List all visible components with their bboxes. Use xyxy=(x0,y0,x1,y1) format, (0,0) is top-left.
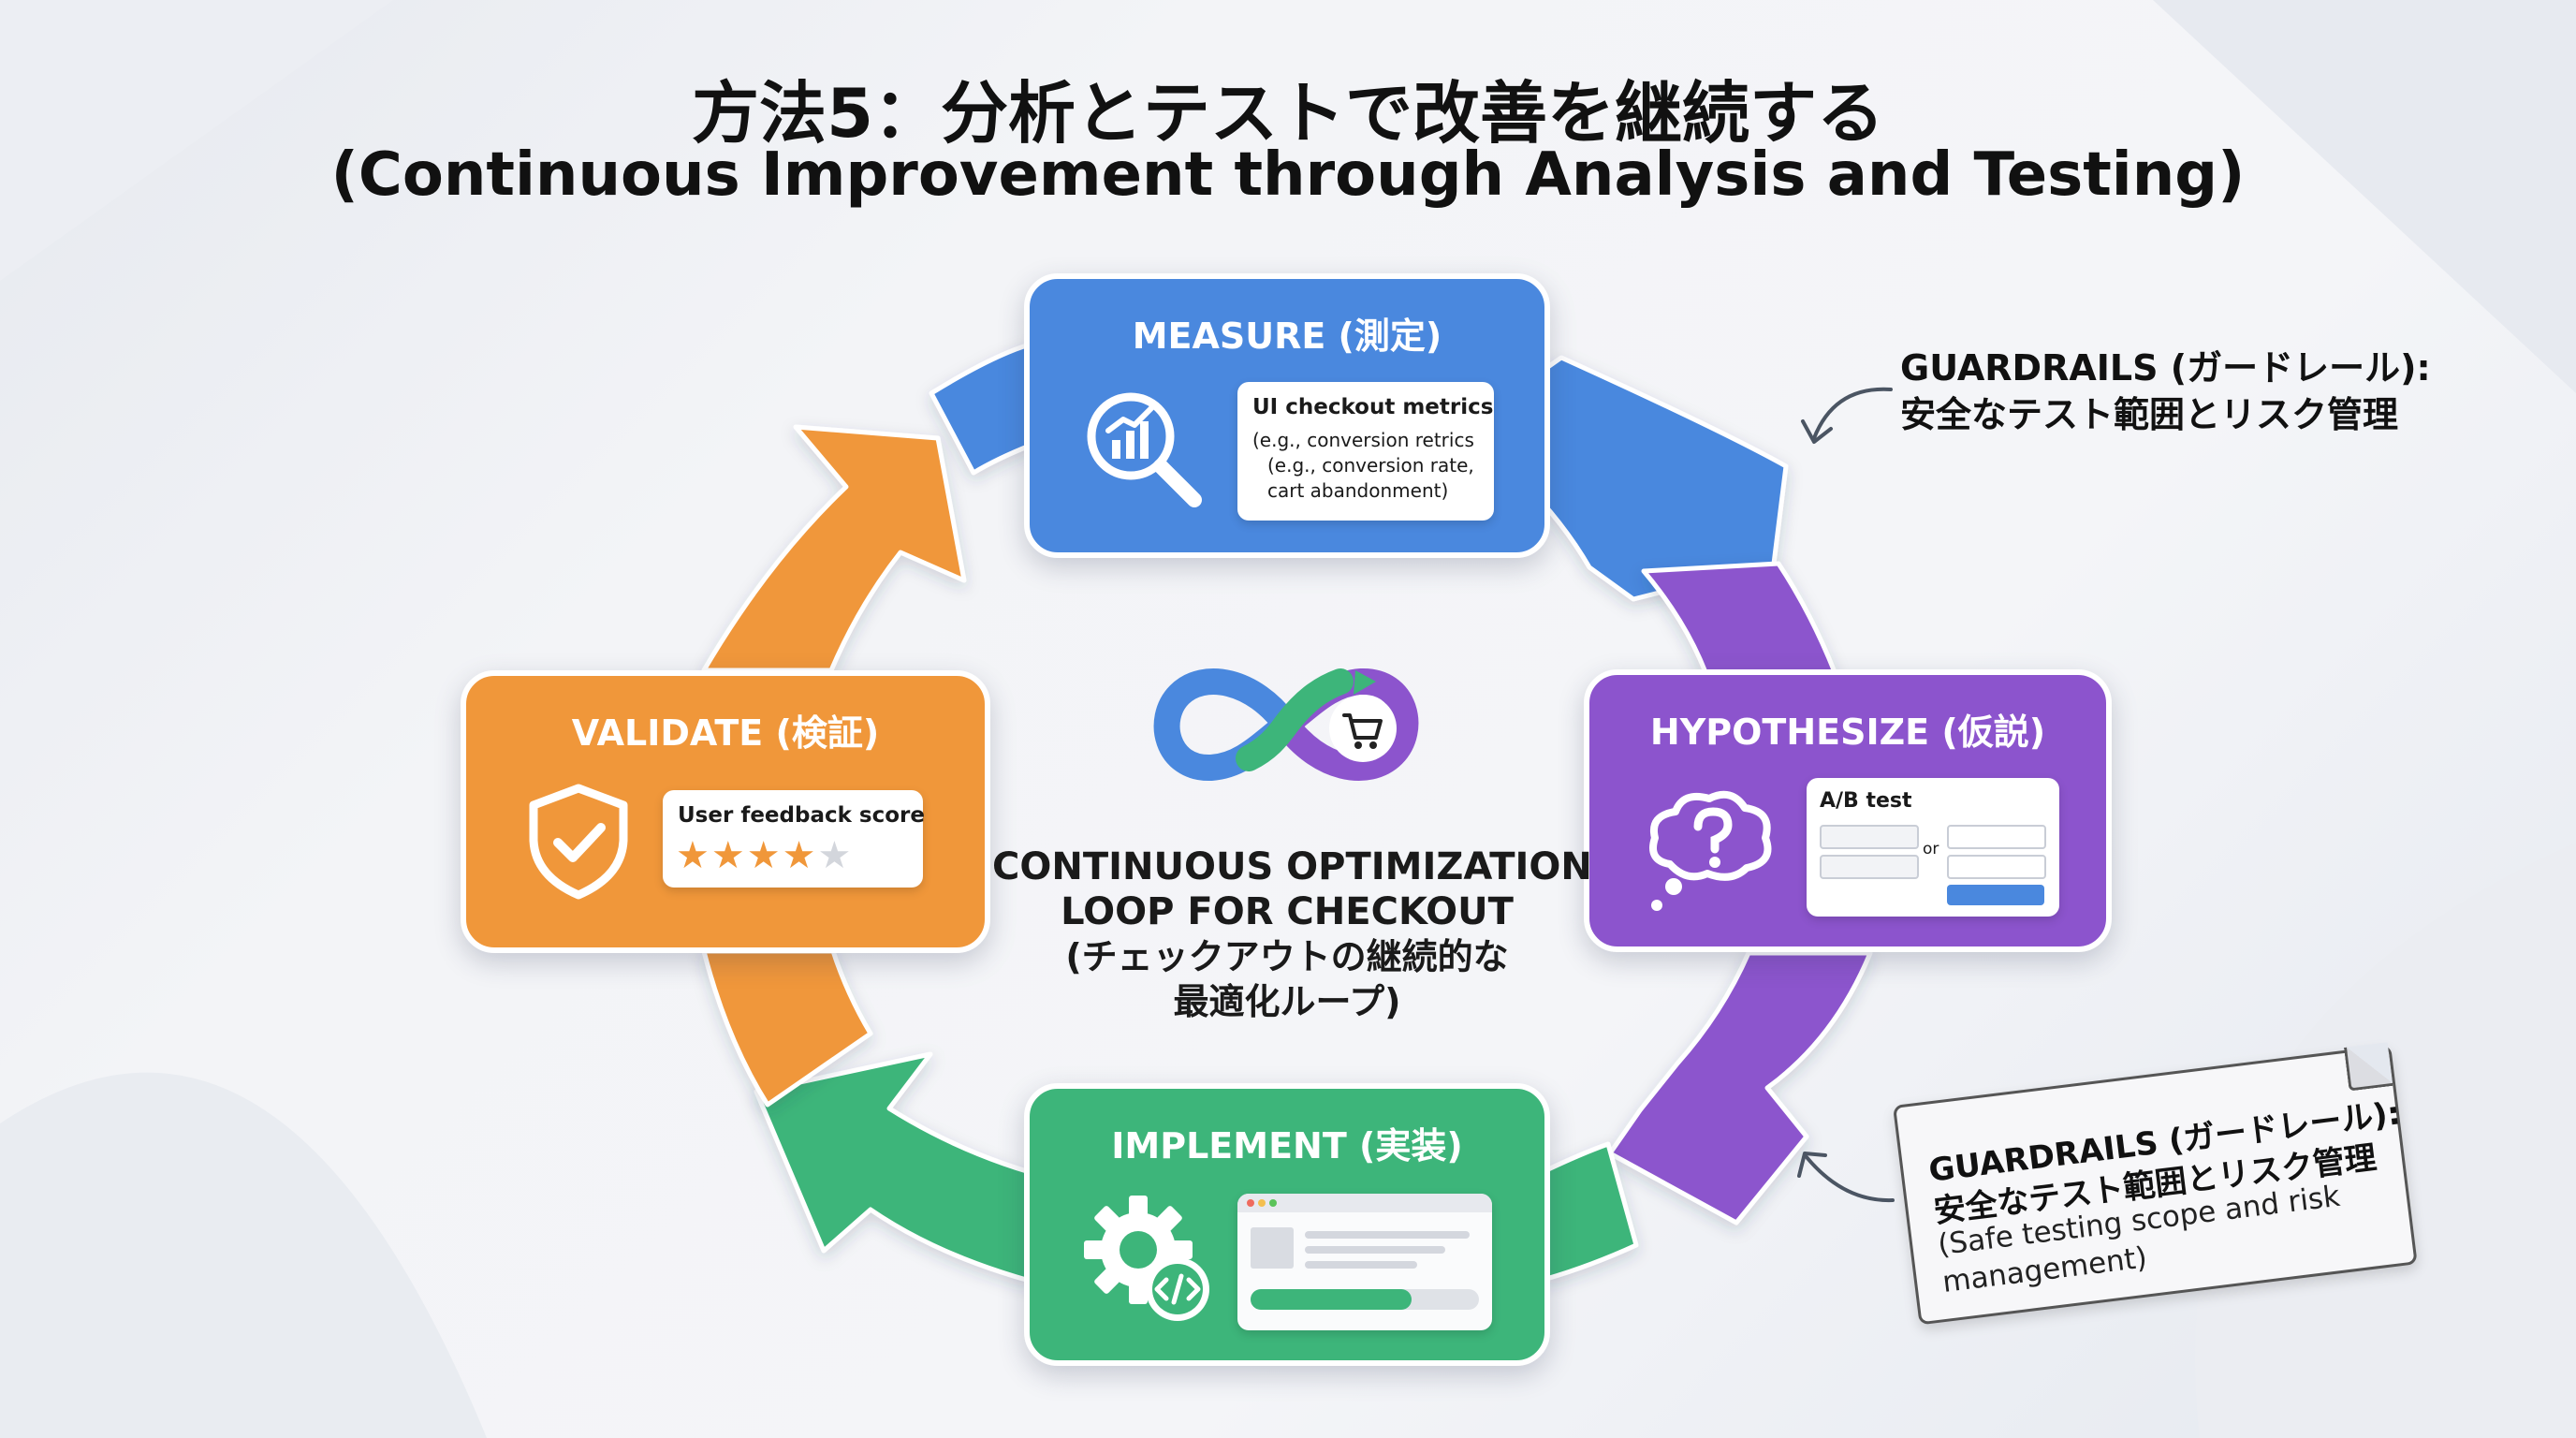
stage-implement: IMPLEMENT (実装) xyxy=(1024,1083,1550,1366)
center-title-jp: (チェックアウトの継続的な 最適化ループ) xyxy=(992,934,1582,1024)
arrow-tail-blue xyxy=(929,342,1032,476)
center-en-line1: CONTINUOUS OPTIMIZATION xyxy=(992,845,1592,888)
ab-test-card: A/B test or xyxy=(1807,778,2059,917)
feedback-card-heading: User feedback score xyxy=(678,803,925,828)
metrics-card-heading: UI checkout metrics xyxy=(1252,395,1494,419)
note-folded-corner xyxy=(2343,1042,2393,1092)
guardrails-line2: 安全なテスト範囲とリスク管理 xyxy=(1900,394,2399,435)
stage-hypothesize: HYPOTHESIZE (仮説) A/B test or xyxy=(1584,669,2112,952)
browser-dot-yellow xyxy=(1258,1199,1266,1207)
arrow-implement-to-validate xyxy=(754,1051,1032,1284)
thought-bubble-question-icon xyxy=(1649,790,1772,911)
stage-implement-title: IMPLEMENT (実装) xyxy=(1111,1125,1463,1167)
metrics-card-line2: (e.g., conversion rate, xyxy=(1267,454,1474,477)
stage-measure-title: MEASURE (測定) xyxy=(1132,315,1442,357)
browser-dot-green xyxy=(1269,1199,1277,1207)
star-empty-icon: ★ xyxy=(817,834,852,877)
ab-test-heading: A/B test xyxy=(1820,789,1912,813)
browser-text-line-3 xyxy=(1305,1261,1417,1269)
center-title-en: CONTINUOUS OPTIMIZATION LOOP FOR CHECKOU… xyxy=(992,844,1592,934)
center-jp-line1: (チェックアウトの継続的な xyxy=(1065,936,1509,977)
magnifier-chart-icon xyxy=(1087,392,1202,507)
variant-b-field-1 xyxy=(1947,825,2046,849)
variant-b-field-2 xyxy=(1947,855,2046,879)
star-filled-icon: ★ xyxy=(710,834,745,877)
metrics-card-line1: (e.g., conversion retrics xyxy=(1252,429,1474,451)
stage-measure: MEASURE (測定) UI checkout metrics (e.g., … xyxy=(1024,273,1550,558)
metrics-card-line3: cart abandonment) xyxy=(1267,479,1449,502)
variant-a-field-1 xyxy=(1820,825,1919,849)
infinity-cart-icon xyxy=(1153,668,1419,781)
ab-test-or-label: or xyxy=(1923,840,1939,858)
star-filled-icon: ★ xyxy=(782,834,816,877)
browser-mockup xyxy=(1237,1194,1492,1330)
stage-hypothesize-title: HYPOTHESIZE (仮説) xyxy=(1649,712,2046,753)
gear-code-icon xyxy=(1084,1196,1209,1321)
browser-text-line-1 xyxy=(1305,1231,1470,1239)
arrow-hypothesize-to-implement xyxy=(1607,950,1873,1225)
arrow-validate-to-measure xyxy=(701,424,967,673)
guardrails-line1: GUARDRAILS (ガードレール): xyxy=(1900,347,2431,389)
metrics-card: UI checkout metrics (e.g., conversion re… xyxy=(1237,382,1494,521)
guardrails-label: GUARDRAILS (ガードレール): 安全なテスト範囲とリスク管理 xyxy=(1900,345,2537,438)
stage-validate: VALIDATE (検証) User feedback score ★★★★★ xyxy=(461,670,990,953)
star-filled-icon: ★ xyxy=(676,834,710,877)
shield-check-icon xyxy=(529,784,628,900)
page-subtitle: (Continuous Improvement through Analysis… xyxy=(330,140,2246,210)
center-en-line2: LOOP FOR CHECKOUT xyxy=(1061,890,1514,933)
arrow-tail-orange xyxy=(701,948,873,1108)
star-rating: ★★★★★ xyxy=(676,835,853,876)
stage-validate-title: VALIDATE (検証) xyxy=(571,712,880,754)
curved-arrow-icon xyxy=(1801,387,1893,444)
browser-progress-fill xyxy=(1251,1289,1412,1310)
center-jp-line2: 最適化ループ) xyxy=(1173,981,1401,1022)
star-filled-icon: ★ xyxy=(746,834,781,877)
arrow-tail-purple xyxy=(1641,561,1837,675)
arrow-tail-green xyxy=(1544,1141,1639,1282)
variant-a-field-2 xyxy=(1820,855,1919,879)
variant-b-button xyxy=(1947,885,2044,905)
feedback-card: User feedback score ★★★★★ xyxy=(663,790,925,888)
browser-text-line-2 xyxy=(1305,1246,1445,1254)
page-title: 方法5：分析とテストで改善を継続する xyxy=(691,74,1885,153)
browser-dot-red xyxy=(1247,1199,1254,1207)
browser-image-block xyxy=(1251,1227,1294,1269)
browser-titlebar xyxy=(1237,1194,1492,1212)
curved-arrow-icon-2 xyxy=(1797,1152,1895,1203)
